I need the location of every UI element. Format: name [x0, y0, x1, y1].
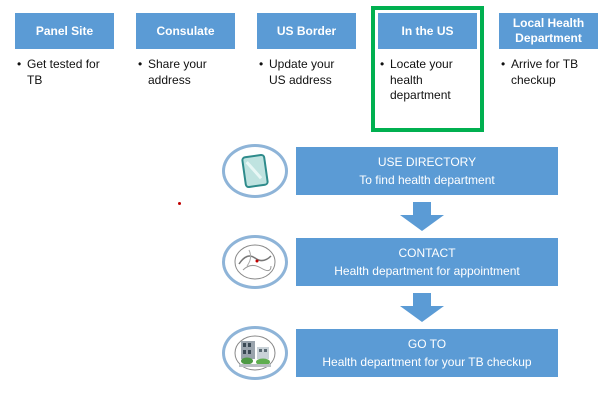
flow-bar-subtitle: Health department for appointment	[334, 264, 520, 278]
bullet-marker: •	[259, 57, 264, 71]
step-bullet-text: Update your US address	[269, 57, 335, 87]
bullet-marker: •	[17, 57, 22, 71]
bullet-marker: •	[501, 57, 506, 71]
street-scene-icon	[222, 326, 288, 380]
directory-icon	[222, 144, 288, 198]
bullet-marker: •	[380, 57, 385, 71]
step-consulate: Consulate • Share your address	[129, 6, 242, 132]
flow-bar-title: USE DIRECTORY	[377, 155, 477, 169]
step-bullet-text: Locate your health department	[390, 57, 453, 103]
flow-bar-contact: CONTACT Health department for appointmen…	[296, 238, 558, 286]
flow-bar-subtitle: To find health department	[359, 173, 495, 187]
red-dot	[178, 202, 181, 205]
step-title: Panel Site	[15, 13, 114, 49]
flow-row-contact: CONTACT Health department for appointmen…	[222, 235, 602, 289]
step-bullet-text: Get tested for TB	[27, 57, 100, 87]
flow-bar-title: CONTACT	[398, 246, 456, 260]
step-title: In the US	[378, 13, 477, 49]
flow-bar-use-directory: USE DIRECTORY To find health department	[296, 147, 558, 195]
flow-bar-subtitle: Health department for your TB checkup	[322, 355, 532, 369]
down-arrow-icon	[400, 293, 444, 322]
flow-bar-go-to: GO TO Health department for your TB chec…	[296, 329, 558, 377]
step-local-health-department: Local Health Department • Arrive for TB …	[492, 6, 605, 132]
flow-row-use-directory: USE DIRECTORY To find health department	[222, 144, 602, 198]
down-arrow-icon	[400, 202, 444, 231]
map-icon	[222, 235, 288, 289]
flow-row-go-to: GO TO Health department for your TB chec…	[222, 326, 602, 380]
step-us-border: US Border • Update your US address	[250, 6, 363, 132]
step-title: Local Health Department	[499, 13, 598, 49]
step-in-the-us: In the US • Locate your health departmen…	[371, 6, 484, 132]
flow-diagram: USE DIRECTORY To find health department …	[222, 144, 602, 380]
process-steps: Panel Site • Get tested for TB Consulate…	[0, 0, 613, 132]
step-title: Consulate	[136, 13, 235, 49]
bullet-marker: •	[138, 57, 143, 71]
flow-bar-title: GO TO	[407, 337, 447, 351]
step-bullet-text: Arrive for TB checkup	[511, 57, 579, 87]
step-panel-site: Panel Site • Get tested for TB	[8, 6, 121, 132]
step-bullet-text: Share your address	[148, 57, 207, 87]
step-title: US Border	[257, 13, 356, 49]
